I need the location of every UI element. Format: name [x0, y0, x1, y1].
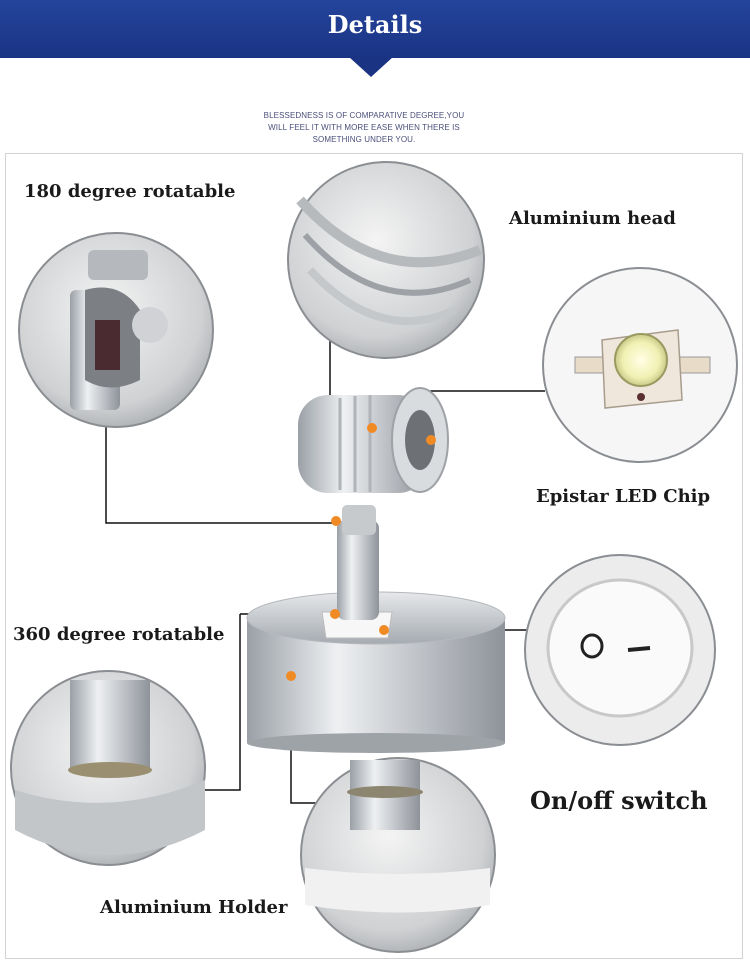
details-frame [5, 153, 743, 959]
callout-markers [286, 423, 436, 681]
tagline-line-2: WILL FEEL IT WITH MORE EASE WHEN THERE I… [268, 123, 460, 132]
tagline-line-3: SOMETHING UNDER YOU. [312, 135, 416, 144]
head-detail-circle [287, 161, 485, 359]
marker-base-joint [330, 609, 340, 619]
rotate-180-label: 180 degree rotatable [24, 181, 236, 202]
joint-detail-circle [18, 232, 214, 428]
marker-switch [379, 625, 389, 635]
banner-arrow [349, 57, 393, 77]
holder-label: Aluminium Holder [100, 897, 288, 918]
marker-holder [286, 671, 296, 681]
marker-joint [331, 516, 341, 526]
page-title: Details [327, 10, 423, 39]
aluminium-head-label: Aluminium head [509, 208, 676, 229]
switch-label: On/off switch [530, 786, 708, 815]
switch-detail-circle [524, 554, 716, 746]
led-chip-label: Epistar LED Chip [536, 486, 711, 507]
tagline: BLESSEDNESS IS OF COMPARATIVE DEGREE,YOU… [240, 110, 488, 146]
marker-led [426, 435, 436, 445]
rotate-360-label: 360 degree rotatable [13, 624, 225, 645]
tagline-line-1: BLESSEDNESS IS OF COMPARATIVE DEGREE,YOU [263, 111, 465, 120]
led-detail-circle [542, 267, 738, 463]
marker-head [367, 423, 377, 433]
header-banner [0, 0, 750, 58]
base-joint-detail-circle [10, 670, 206, 866]
holder-detail-circle [300, 757, 496, 953]
spotlight-lamp [246, 387, 506, 753]
